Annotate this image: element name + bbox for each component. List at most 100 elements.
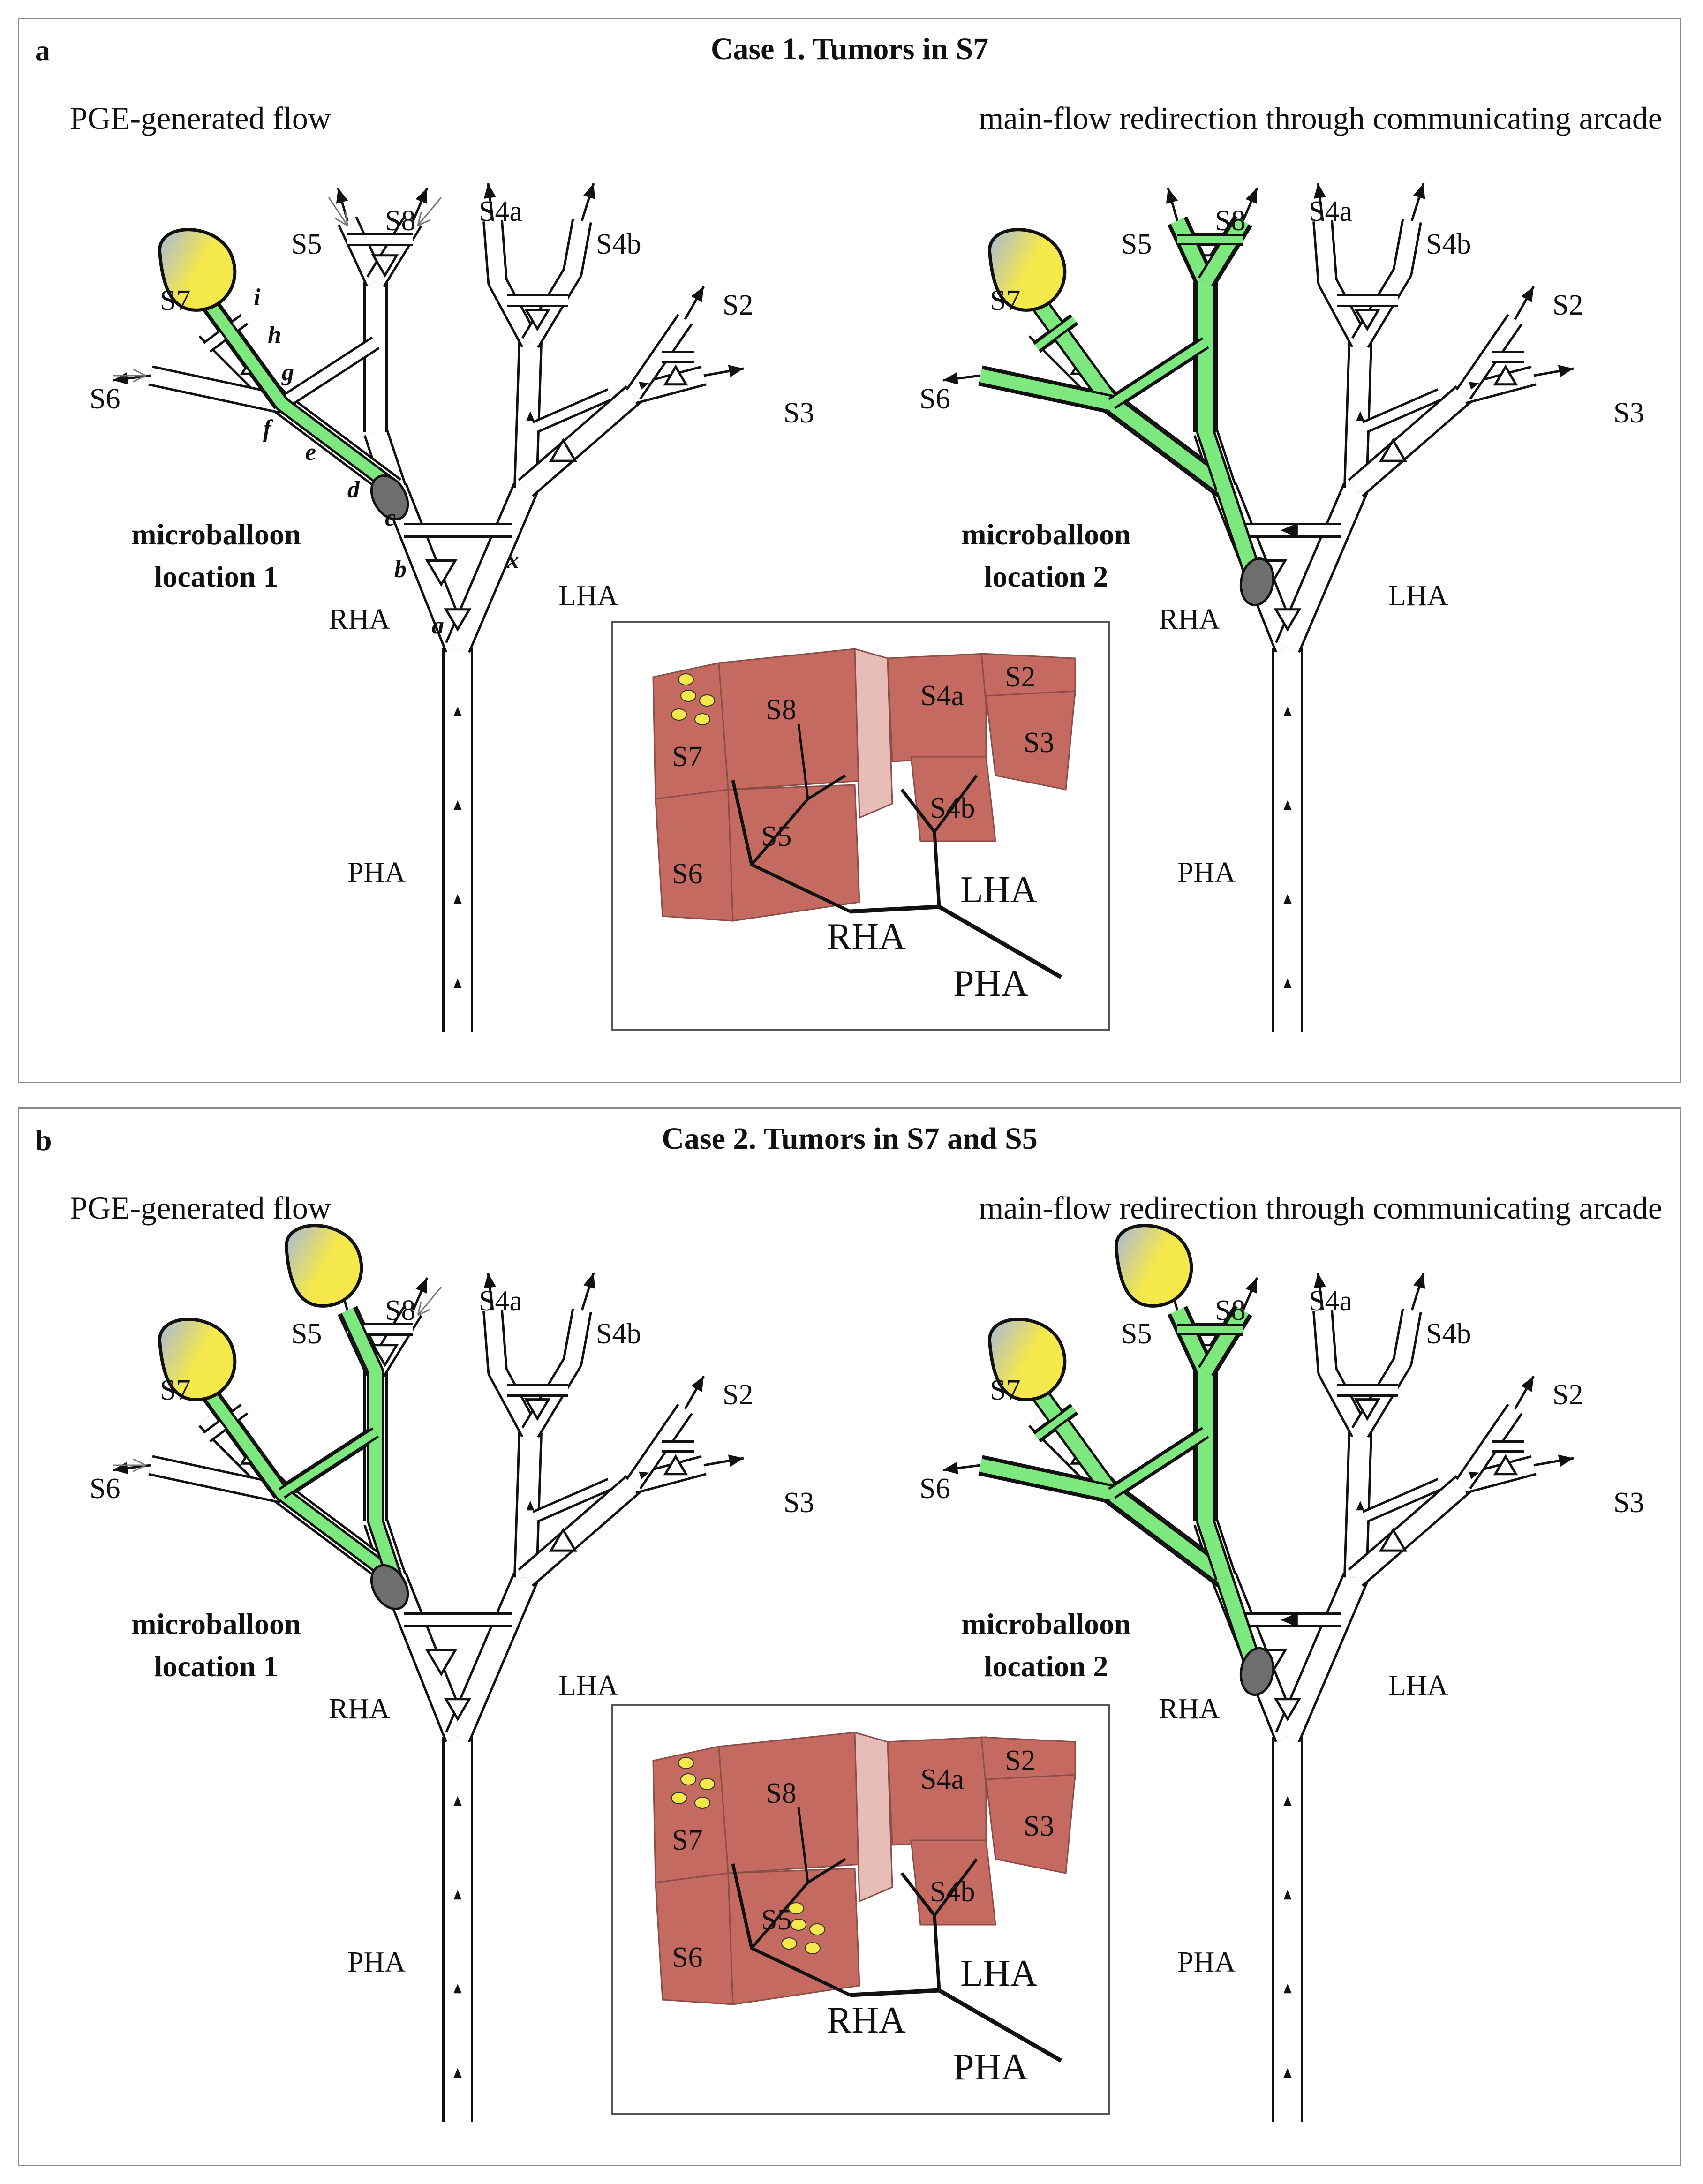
segment-label-s5: S5 [1121,228,1152,260]
segment-label-s3: S3 [784,397,814,429]
inset-label-s4a: S4a [920,1763,964,1795]
tumor-target [988,1318,1067,1401]
arcade-hole [1273,608,1302,632]
arrow-head [1283,979,1292,988]
inset-label-s3: S3 [1024,727,1054,759]
segment-label-s6: S6 [90,1473,120,1505]
inflow-arrow [417,1287,442,1316]
flow-letter: e [305,439,316,466]
arcade-hole [524,1398,551,1421]
arrow-head [1356,411,1364,421]
arcade-hole [371,1344,399,1368]
tumor-target [158,228,237,312]
inset-label-lha: LHA [960,1953,1038,1994]
arrow-head [483,1273,497,1288]
artery-label-rha: RHA [329,1693,390,1725]
arrow-head [1521,1376,1534,1392]
inset-label-s6: S6 [672,1942,702,1973]
arcade-hole [444,608,472,632]
liver-segment-junction [854,648,893,819]
inflow-arrow [113,1458,146,1472]
arcade-hole [1493,364,1518,386]
artery-label-pha: PHA [347,1946,406,1978]
segment-label-s2: S2 [1552,1379,1583,1411]
panel-title: Case 1. Tumors in S7 [710,32,989,66]
segment-label-s7: S7 [160,285,190,316]
segment-label-s4b: S4b [1426,228,1471,260]
arrow-head [943,372,958,385]
left-subtitle: PGE-generated flow [70,1190,332,1226]
flow-letter: g [281,359,294,386]
flow-letter: i [254,284,261,311]
arrow-head [691,1376,704,1392]
liver-segment-s3 [985,690,1076,791]
panel-label: a [35,34,50,67]
flow-letter: d [347,476,360,503]
arrow-head [483,183,497,199]
tumor-dot-s7 [694,1797,710,1809]
liver-segment-s5 [727,784,860,922]
arrow-head [453,800,462,810]
segment-label-s8: S8 [385,205,415,237]
panel-title: Case 2. Tumors in S7 and S5 [662,1122,1038,1156]
inset-label-s2: S2 [1005,1745,1035,1777]
segment-label-s3: S3 [1613,1487,1644,1519]
inset-label-s6: S6 [672,858,702,890]
arrow-head [1283,707,1292,716]
arrow-head [453,1890,462,1900]
arrow-head [583,1273,595,1289]
inset-label-s5: S5 [761,821,791,852]
flow-path-highlight [200,1307,403,1584]
flow-letter: c [385,505,396,531]
arcade-hole [1273,1698,1302,1722]
left-subtitle: PGE-generated flow [70,100,332,136]
arrow-head [453,979,462,988]
inset-label-rha: RHA [827,916,906,957]
inflow-arrow [113,369,146,383]
arrow-head [1245,188,1257,204]
liver-segment-s3 [985,1774,1076,1874]
arcade-hole [1354,309,1381,331]
arcade-hole [1354,1398,1381,1421]
segment-label-s2: S2 [723,1379,753,1411]
balloon-label: location 2 [984,560,1108,593]
balloon-label: location 1 [154,560,279,593]
arrow-head [453,707,462,716]
arrow-head [526,1501,535,1511]
segment-label-s4b: S4b [596,1318,641,1350]
balloon-label: location 1 [154,1649,279,1683]
tumor-target [988,228,1067,312]
arcade-hole [549,437,578,462]
inset-label-s2: S2 [1005,661,1035,693]
liver-segment-s5 [727,1868,860,2005]
flow-letter: h [268,322,281,348]
arrow-head [1356,1501,1364,1511]
arcade-hole [663,1454,688,1476]
segment-label-s7: S7 [990,1374,1020,1406]
flow-letter: f [263,415,273,442]
segment-label-s6: S6 [919,1473,950,1505]
arcade-hole [425,559,458,587]
segment-label-s8: S8 [1215,1295,1245,1326]
artery-label-rha: RHA [1159,603,1220,635]
segment-label-s5: S5 [291,228,322,260]
artery-label-pha: PHA [347,857,406,889]
liver-segment-s6 [655,789,734,922]
arcade-hole [444,1698,472,1722]
segment-label-s5: S5 [1121,1318,1152,1350]
tumor-dot-s5 [805,1942,821,1954]
inset-vessel [797,1807,809,1883]
flow-path-highlight [200,296,399,495]
arrow-head [1521,286,1534,302]
arcade-hole [524,309,551,331]
arrow-head [1283,1796,1292,1806]
microballoon [1239,1647,1275,1696]
arrow-head [1313,1273,1326,1288]
artery-label-lha: LHA [1388,1670,1448,1702]
segment-label-s4b: S4b [596,228,641,260]
segment-label-s3: S3 [784,1487,814,1519]
artery-label-rha: RHA [329,603,390,635]
segment-label-s7: S7 [160,1374,190,1406]
